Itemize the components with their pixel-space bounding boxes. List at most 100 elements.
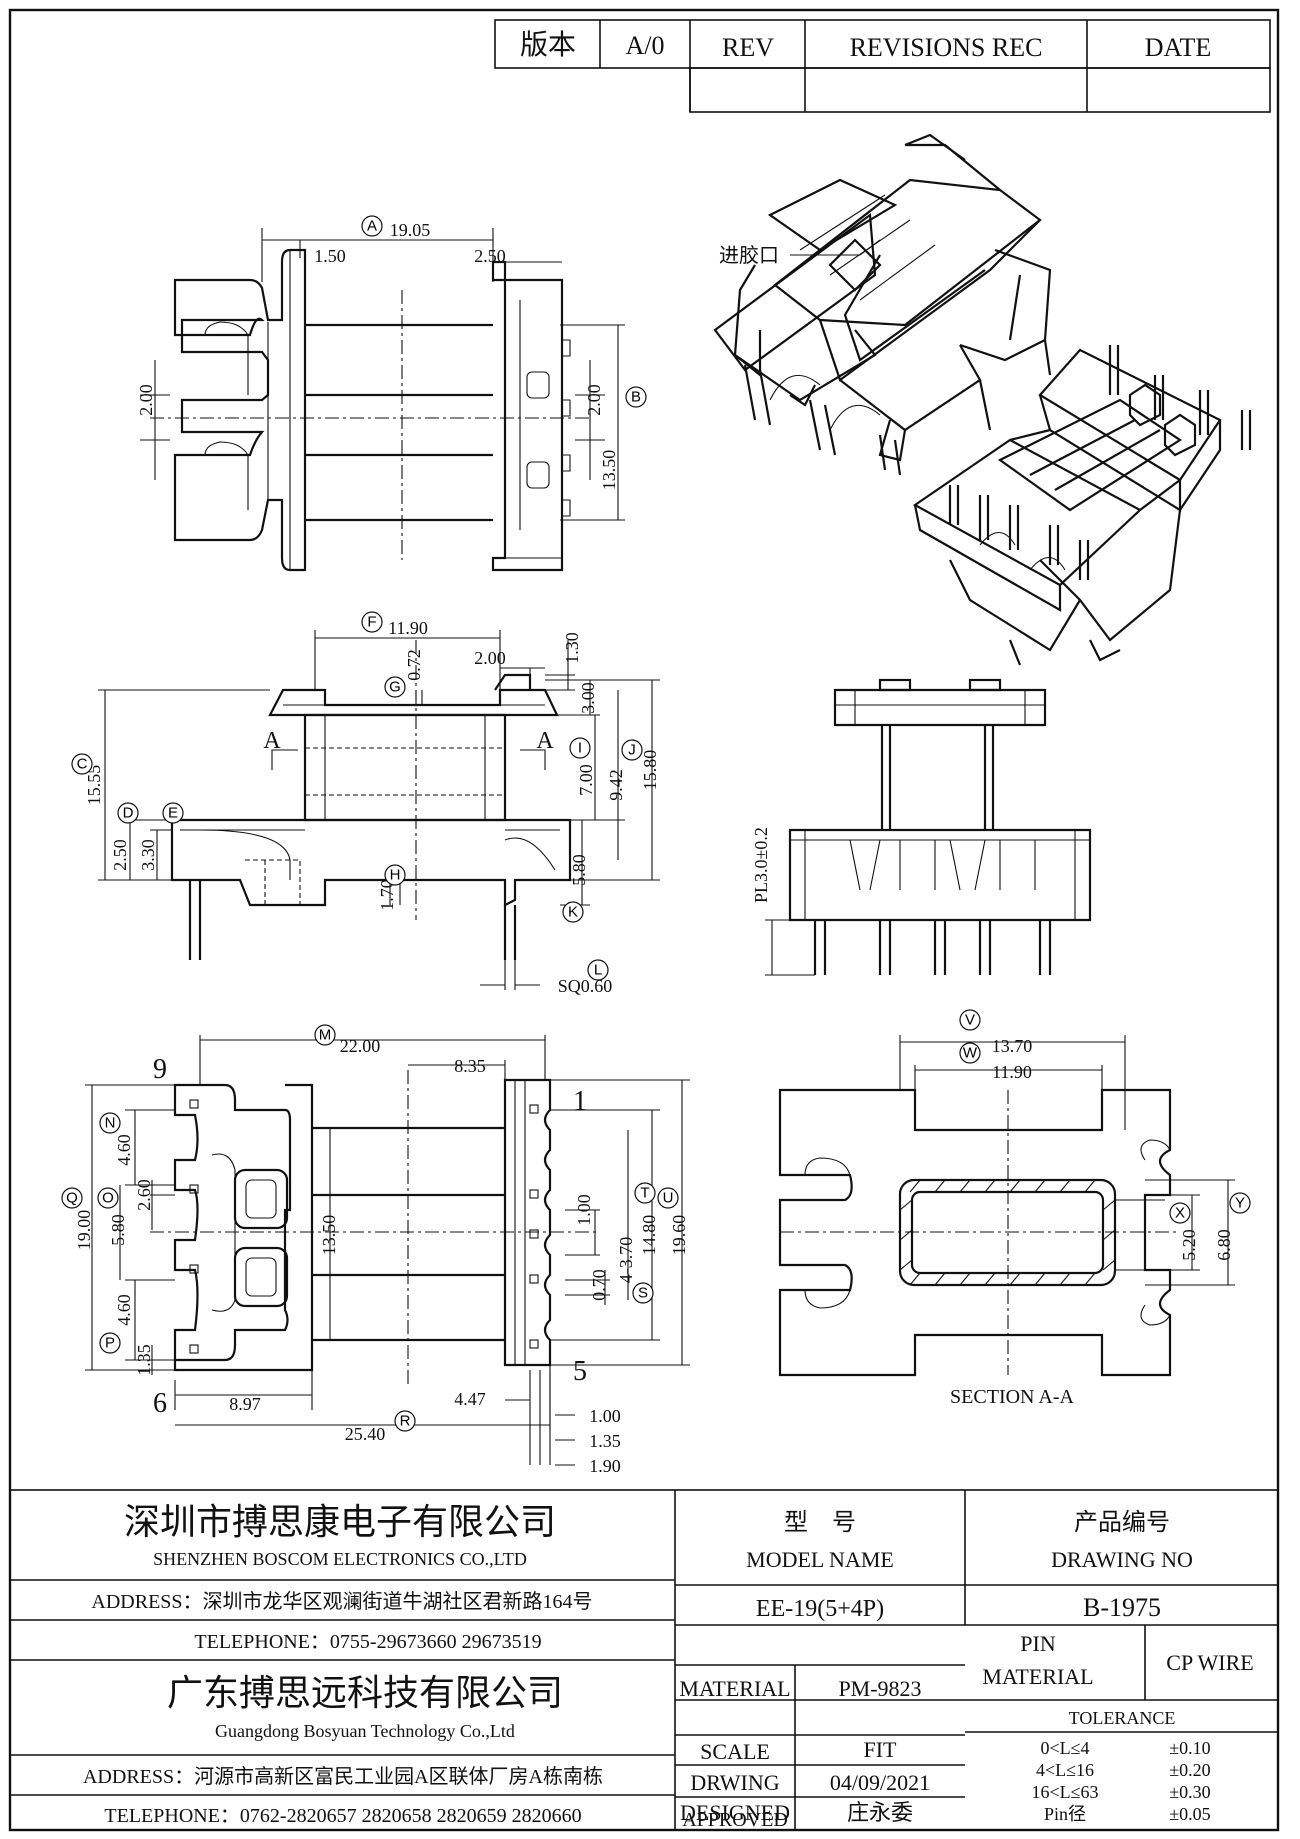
balloon-r: R	[394, 1410, 416, 1432]
svg-text:X: X	[1175, 1205, 1185, 1222]
model-label-cn: 型 号	[784, 1509, 856, 1536]
dim-top-left-offset: 1.50	[314, 246, 346, 266]
svg-text:I: I	[578, 740, 582, 757]
balloon-g: G	[384, 676, 406, 698]
tolerance-value-2: ±0.20	[1169, 1760, 1210, 1780]
telephone1: TELEPHONE：0755-29673660 29673519	[194, 1631, 541, 1653]
dim-b: 13.50	[599, 450, 619, 491]
svg-text:A: A	[367, 218, 377, 235]
dim-h: 1.70	[377, 879, 397, 911]
svg-text:J: J	[628, 742, 636, 759]
svg-text:B: B	[631, 389, 641, 406]
tolerance-header: TOLERANCE	[1069, 1708, 1176, 1728]
front-view: A A 11.90 F 0.72 G 2.00 1.30 3.00 7.00 I…	[71, 611, 660, 996]
tolerance-value-4: ±0.05	[1169, 1804, 1210, 1824]
balloon-a: A	[361, 215, 383, 237]
dim-v: 13.70	[992, 1036, 1033, 1056]
company1-cn: 深圳市搏思康电子有限公司	[124, 1502, 556, 1542]
svg-text:O: O	[102, 1190, 114, 1207]
dim-f: 11.90	[388, 618, 428, 638]
top-view: 19.05 1.50 2.50 2.00 2.00 13.50 A B	[136, 215, 647, 572]
svg-text:H: H	[390, 867, 401, 884]
balloon-p: P	[99, 1332, 121, 1354]
balloon-h: H	[384, 864, 406, 886]
svg-text:D: D	[123, 805, 134, 822]
company1-en: SHENZHEN BOSCOM ELECTRONICS CO.,LTD	[153, 1549, 527, 1569]
revisions-header: REVISIONS REC	[850, 33, 1043, 62]
svg-text:G: G	[389, 679, 401, 696]
svg-text:L: L	[594, 962, 602, 979]
dim-c: 15.55	[84, 765, 104, 806]
balloon-l: L	[587, 959, 609, 981]
balloon-t: T	[634, 1182, 656, 1204]
title-block: 深圳市搏思康电子有限公司 SHENZHEN BOSCOM ELECTRONICS…	[9, 1489, 1279, 1831]
balloon-n: N	[99, 1112, 121, 1134]
dim-i: 7.00	[576, 764, 596, 796]
dim-pitch1: 1.00	[574, 1194, 594, 1226]
svg-text:Y: Y	[1235, 1195, 1245, 1212]
svg-text:N: N	[105, 1115, 116, 1132]
bottom-view: 9 1 6 5 22.00 M 8.35 4.60 N 2.60 19.00 Q…	[61, 1024, 690, 1476]
date-header: DATE	[1145, 33, 1211, 62]
pin-material-label-2: MATERIAL	[982, 1664, 1093, 1689]
balloon-b: B	[625, 386, 647, 408]
balloon-i: I	[569, 737, 591, 759]
dim-t: 14.80	[639, 1215, 659, 1256]
svg-text:Q: Q	[66, 1190, 78, 1207]
balloon-e: E	[162, 802, 184, 824]
section-view: 13.70 V 11.90 W 5.20 X 6.80 Y SECTION A-…	[778, 1009, 1251, 1408]
dim-p2b: 1.35	[589, 1431, 621, 1451]
address1: ADDRESS：深圳市龙华区观澜街道牛湖社区君新路164号	[91, 1590, 592, 1613]
drawing-no-value: B-1975	[1083, 1593, 1161, 1622]
balloon-x: X	[1169, 1202, 1191, 1224]
material-label: MATERIAL	[679, 1676, 790, 1701]
dim-p: 4.60	[114, 1294, 134, 1326]
scale-value: FIT	[864, 1737, 898, 1762]
dim-bottom-left: 8.97	[229, 1394, 261, 1414]
company2-en: Guangdong Bosyuan Technology Co.,Ltd	[215, 1721, 515, 1741]
dim-p1: 1.00	[589, 1406, 621, 1426]
pin-label-5: 5	[573, 1356, 587, 1387]
svg-text:C: C	[77, 756, 88, 773]
dim-a: 19.05	[390, 220, 431, 240]
designed-value: 庄永委	[847, 1800, 913, 1825]
balloon-y: Y	[1229, 1192, 1251, 1214]
address2: ADDRESS：河源市高新区富民工业园A区联体厂房A栋南栋	[83, 1765, 603, 1788]
dim-n: 4.60	[114, 1134, 134, 1166]
version-label: 版本	[520, 29, 576, 61]
telephone2: TELEPHONE：0762-2820657 2820658 2820659 2…	[104, 1805, 581, 1827]
drawing-no-label-cn: 产品编号	[1074, 1509, 1170, 1536]
svg-text:V: V	[965, 1012, 975, 1029]
version-value: A/0	[626, 31, 665, 60]
dim-m: 22.00	[340, 1036, 381, 1056]
tolerance-range-2: 4<L≤16	[1036, 1760, 1094, 1780]
side-view: PL3.0±0.2	[751, 678, 1092, 976]
pin-label-6: 6	[153, 1388, 167, 1419]
svg-text:U: U	[663, 1190, 674, 1207]
balloon-d: D	[117, 802, 139, 824]
dim-top-right-offset: 2.50	[474, 246, 506, 266]
scale-label: SCALE	[700, 1739, 770, 1764]
dim-pin-length: PL3.0±0.2	[751, 827, 771, 903]
balloon-k: K	[562, 901, 584, 923]
dim-d: 2.50	[110, 839, 130, 871]
drawing-date: 04/09/2021	[830, 1770, 930, 1795]
designed-label: DESIGNED	[680, 1800, 790, 1825]
section-caption: SECTION A-A	[950, 1386, 1074, 1408]
dim-j-mid: 9.42	[606, 769, 626, 801]
svg-text:E: E	[168, 805, 178, 822]
tolerance-value-1: ±0.10	[1169, 1738, 1210, 1758]
dim-e: 3.30	[138, 839, 158, 871]
pin-material-value: CP WIRE	[1166, 1650, 1253, 1675]
balloon-o: O	[97, 1187, 119, 1209]
dim-s2: 0.70	[589, 1269, 609, 1301]
iso-view-top: 进胶口	[713, 133, 1052, 476]
dim-right-gap: 2.00	[584, 384, 604, 416]
dim-pin-offset: 4.47	[454, 1389, 486, 1409]
approved-label: APPROVED	[682, 1809, 788, 1831]
material-value: PM-9823	[838, 1676, 921, 1701]
balloon-j: J	[621, 739, 643, 761]
dim-o: 2.60	[134, 1179, 154, 1211]
company2-cn: 广东搏思远科技有限公司	[167, 1673, 563, 1713]
dim-w: 11.90	[992, 1062, 1032, 1082]
